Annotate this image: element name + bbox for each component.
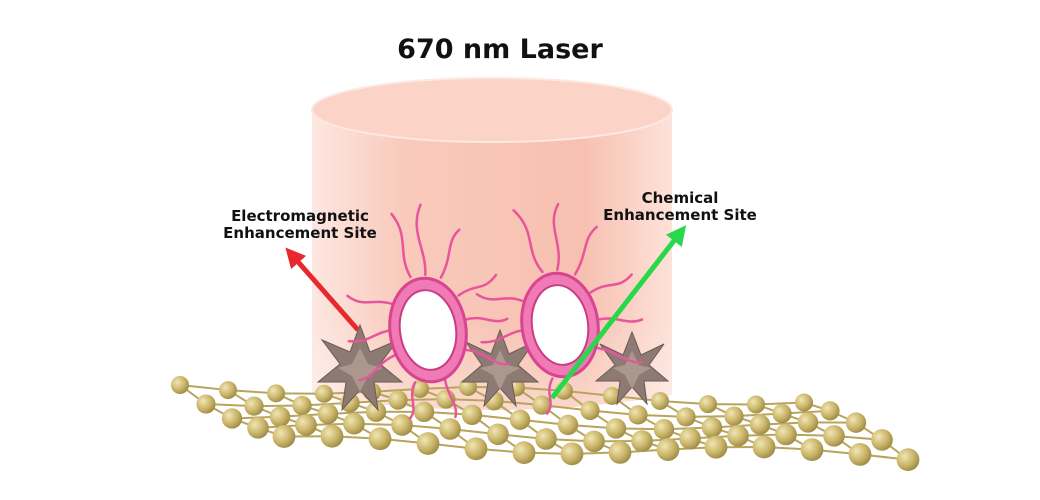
graphene-atom <box>439 418 461 440</box>
graphene-atom <box>388 390 408 410</box>
ce-arrow <box>550 225 687 400</box>
graphene-atom <box>244 396 264 416</box>
graphene-atom <box>651 391 669 410</box>
diagram-title: 670 nm Laser <box>397 34 603 65</box>
graphene-atom <box>772 403 792 424</box>
graphene-atom <box>823 425 845 447</box>
graphene-atom <box>749 414 771 435</box>
graphene-atom <box>775 423 797 446</box>
graphene-sheet <box>171 376 920 472</box>
graphene-atom <box>608 441 632 464</box>
graphene-atom <box>557 414 579 436</box>
graphene-atom <box>724 406 744 426</box>
graphene-atom <box>699 395 717 414</box>
graphene-atom <box>315 384 333 403</box>
electromagnetic-enhancement-label: Electromagnetic Enhancement Site <box>175 207 425 243</box>
graphene-atom <box>653 419 675 440</box>
graphene-atom <box>219 381 237 400</box>
graphene-atom <box>365 401 387 422</box>
graphene-atom <box>416 432 440 455</box>
graphene-atom <box>247 417 269 439</box>
graphene-atom <box>679 427 701 450</box>
graphene-atom <box>464 437 488 461</box>
graphene-atom <box>704 435 728 459</box>
graphene-atom <box>535 428 557 450</box>
graphene-atom <box>656 438 680 461</box>
graphene-atom <box>269 406 291 427</box>
bacterium-icon <box>346 203 510 420</box>
graphene-atom <box>848 443 872 466</box>
graphene-atom <box>605 418 627 439</box>
ce-label-line2: Enhancement Site <box>603 206 757 225</box>
graphene-atom <box>272 425 296 448</box>
graphene-atom <box>196 394 216 414</box>
graphene-atom <box>532 395 552 415</box>
graphene-atom <box>631 430 653 452</box>
graphene-atom <box>292 395 312 416</box>
graphene-atom <box>317 403 339 425</box>
graphene-atom <box>896 448 920 472</box>
graphene-atom <box>752 435 776 459</box>
graphene-atom <box>509 409 531 430</box>
graphene-atom <box>512 441 536 465</box>
graphene-atom <box>845 412 867 433</box>
graphene-atom <box>676 407 696 427</box>
graphene-atom <box>701 417 723 438</box>
graphene-atom <box>560 442 584 466</box>
graphene-atom <box>461 404 483 425</box>
graphene-atom <box>221 408 243 429</box>
graphene-atom <box>391 414 413 436</box>
graphene-atom <box>413 401 435 423</box>
graphene-atom <box>797 412 819 433</box>
graphene-atom <box>267 384 285 403</box>
graphene-atom <box>583 430 605 453</box>
chemical-enhancement-label: Chemical Enhancement Site <box>570 189 790 225</box>
graphene-atom <box>800 438 824 462</box>
bacterium-icon <box>475 202 644 415</box>
em-label-line2: Enhancement Site <box>223 224 377 243</box>
graphene-atom <box>795 393 813 412</box>
graphene-atom <box>487 423 509 446</box>
graphene-atom <box>727 424 749 447</box>
graphene-atom <box>747 395 765 414</box>
em-arrow <box>285 247 360 332</box>
graphene-atom <box>580 400 600 421</box>
graphene-atom <box>343 412 365 435</box>
graphene-atom <box>820 401 840 421</box>
ce-label-line1: Chemical <box>641 189 719 207</box>
graphene-atom <box>368 427 392 451</box>
graphene-atom <box>603 386 621 405</box>
em-label-line1: Electromagnetic <box>231 207 369 225</box>
graphene-atom <box>171 376 189 394</box>
graphene-atom <box>628 405 648 425</box>
graphene-atom <box>871 429 893 451</box>
graphene-atom <box>295 414 317 436</box>
graphene-atom <box>320 424 344 448</box>
